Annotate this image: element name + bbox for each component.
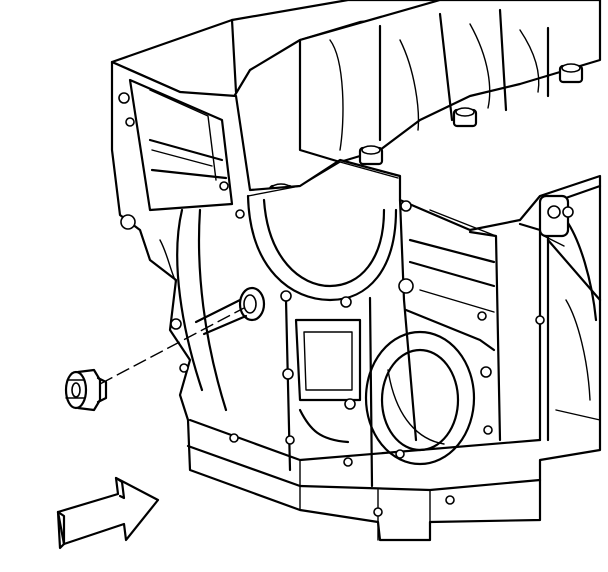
engine-block-front-face bbox=[110, 60, 602, 542]
view-direction-arrow bbox=[56, 476, 160, 550]
installation-path-line bbox=[99, 307, 245, 385]
oil-gallery-port bbox=[194, 286, 266, 336]
block-bolt-holes bbox=[118, 92, 545, 517]
oil-gallery-plug bbox=[64, 368, 108, 412]
right-side-fitting bbox=[538, 194, 574, 247]
